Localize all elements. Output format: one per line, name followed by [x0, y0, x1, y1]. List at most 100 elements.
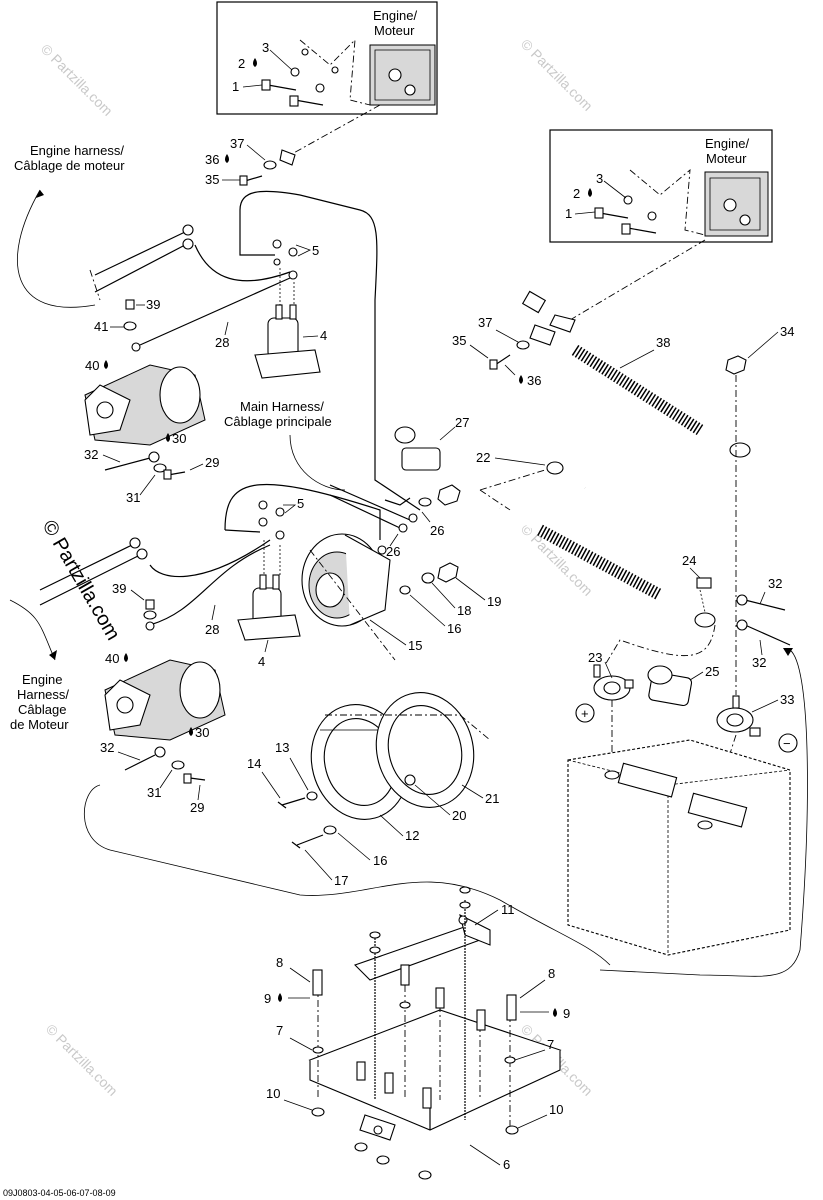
- callout-20: 20: [452, 808, 466, 823]
- negative-sign: −: [783, 736, 791, 751]
- callout-38: 38: [656, 335, 670, 350]
- inset-label: Moteur: [374, 23, 415, 38]
- callout-40: 40: [85, 358, 99, 373]
- engine-harness-label: Engine harness/: [30, 143, 124, 158]
- callout-1: 1: [232, 79, 239, 94]
- mounting-plate-21: [325, 692, 491, 808]
- connector-22: [479, 461, 587, 511]
- engine-harness-wires: [89, 224, 194, 301]
- harness-labels: Engine harness/ Câblage de moteur Main H…: [10, 143, 791, 751]
- battery-tray-6: [308, 1009, 562, 1141]
- callout-29: 29: [205, 455, 219, 470]
- callout-22: 22: [476, 450, 490, 465]
- callout-16: 16: [373, 853, 387, 868]
- battery: [567, 739, 791, 956]
- callout-3: 3: [596, 171, 603, 186]
- watermark: © Partzilla.com: [518, 36, 596, 114]
- callout-2: 2: [573, 186, 580, 201]
- callout-1: 1: [565, 206, 572, 221]
- callout-14: 14: [247, 756, 261, 771]
- callout-28: 28: [205, 622, 219, 637]
- callout-16: 16: [447, 621, 461, 636]
- callout-31: 31: [147, 785, 161, 800]
- callout-21: 21: [485, 791, 499, 806]
- leader-line: [289, 104, 381, 156]
- callout-12: 12: [405, 828, 419, 843]
- positive-sign: +: [581, 706, 589, 721]
- callout-29: 29: [190, 800, 204, 815]
- callout-36: 36: [527, 373, 541, 388]
- callout-28: 28: [215, 335, 229, 350]
- ground-wire-top: [104, 451, 186, 480]
- battery-clamp-23: [575, 664, 634, 760]
- ground-loop: [83, 784, 611, 966]
- diagram-code: 09J0803-04-05-06-07-08-09: [3, 1188, 116, 1198]
- callout-17: 17: [334, 873, 348, 888]
- watermark: © Partzilla.com: [38, 41, 116, 119]
- callout-3: 3: [262, 40, 269, 55]
- callout-41: 41: [94, 319, 108, 334]
- callout-7: 7: [547, 1037, 554, 1052]
- callout-13: 13: [275, 740, 289, 755]
- callout-23: 23: [588, 650, 602, 665]
- battery-cable-38: [529, 324, 751, 458]
- callout-26: 26: [386, 544, 400, 559]
- solenoid-4-lower: [237, 500, 301, 641]
- speaker-15: [301, 533, 396, 661]
- callout-6: 6: [503, 1157, 510, 1172]
- engine-inset-top: Engine/ Moteur 1 2 3: [216, 1, 438, 115]
- solenoid-4-top: [254, 239, 321, 379]
- connector-25: [647, 665, 693, 707]
- screws-lower: [277, 791, 337, 849]
- engine-inset-right: Engine/ Moteur 1 2 3: [549, 129, 773, 243]
- starter-motor-top: [84, 364, 206, 446]
- bracket-11: [353, 913, 491, 981]
- callout-26: 26: [430, 523, 444, 538]
- battery-clamp-33: [714, 695, 798, 801]
- wire-28: [139, 277, 291, 346]
- callout-2: 2: [238, 56, 245, 71]
- callout-33: 33: [780, 692, 794, 707]
- watermark: © Partzilla.com: [43, 1021, 121, 1099]
- callout-25: 25: [705, 664, 719, 679]
- harness-leader: [289, 434, 346, 491]
- callout-31: 31: [126, 490, 140, 505]
- main-harness-label: Câblage principale: [224, 414, 332, 429]
- callout-37: 37: [478, 315, 492, 330]
- callout-32: 32: [768, 576, 782, 591]
- callout-32: 32: [752, 655, 766, 670]
- callout-15: 15: [408, 638, 422, 653]
- callout-9: 9: [264, 991, 271, 1006]
- inset-label: Engine/: [373, 8, 417, 23]
- callout-40: 40: [105, 651, 119, 666]
- callout-10: 10: [266, 1086, 280, 1101]
- callout-35: 35: [205, 172, 219, 187]
- callout-5: 5: [312, 243, 319, 258]
- callout-8: 8: [548, 966, 555, 981]
- engine-harness-lower-label: Câblage: [18, 702, 66, 717]
- engine-harness-label: Câblage de moteur: [14, 158, 125, 173]
- callouts: 37 36 35 5 39 41 28 4 40 30 32 29 31 27 …: [84, 136, 794, 1172]
- engine-harness-lower-label: Engine: [22, 672, 62, 687]
- callout-30: 30: [172, 431, 186, 446]
- callout-39: 39: [112, 581, 126, 596]
- ground-wire-lower: [124, 746, 206, 784]
- harness-leader: [17, 189, 96, 308]
- callout-32: 32: [84, 447, 98, 462]
- callout-11: 11: [501, 902, 515, 917]
- callout-35: 35: [452, 333, 466, 348]
- callout-8: 8: [276, 955, 283, 970]
- callout-4: 4: [320, 328, 327, 343]
- main-wire: [239, 190, 421, 511]
- callout-37: 37: [230, 136, 244, 151]
- battery-cable-22: [498, 505, 716, 628]
- hardware-35-37: [239, 160, 530, 370]
- battery-cable-upper: [279, 149, 576, 333]
- inset-label: Engine/: [705, 136, 749, 151]
- callout-19: 19: [487, 594, 501, 609]
- engine-harness-lower-label: de Moteur: [10, 717, 69, 732]
- callout-32: 32: [100, 740, 114, 755]
- callout-36: 36: [205, 152, 219, 167]
